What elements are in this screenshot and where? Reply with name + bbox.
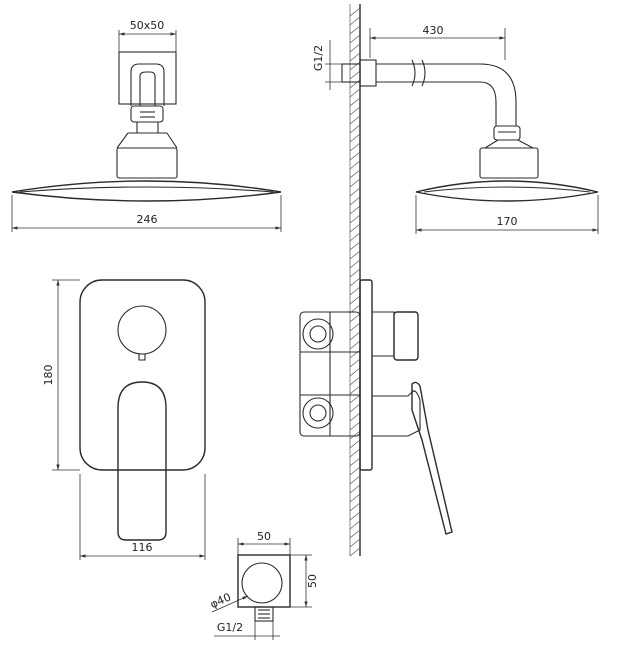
- wall-hatch-line: [349, 340, 361, 350]
- shower-head-front-view: 50x50 246: [11, 19, 282, 232]
- wall-hatch-line: [349, 205, 361, 215]
- wall-hatch-line: [349, 79, 361, 89]
- dim-outlet-50-width: 50: [257, 530, 271, 543]
- dim-outlet-50-height: 50: [306, 574, 319, 588]
- outlet-ring: [241, 562, 283, 604]
- mixer-lever: [117, 381, 167, 541]
- wall-hatch-line: [349, 160, 361, 170]
- wall-outlet-front-view: 50 50 φ40 G1/2: [208, 530, 319, 640]
- wall-hatch-line: [349, 385, 361, 395]
- diverter-knob: [117, 305, 167, 355]
- dim-thread-g12-top: G1/2: [312, 45, 325, 71]
- cover-plate-side: [359, 279, 373, 471]
- wall-hatch-line: [349, 439, 361, 449]
- dim-170: 170: [497, 215, 518, 228]
- wall-hatch-line: [349, 133, 361, 143]
- wall-hatch-line: [349, 124, 361, 134]
- wall-hatch-line: [349, 421, 361, 431]
- wall-hatch-line: [349, 529, 361, 539]
- wall-hatch-line: [349, 358, 361, 368]
- wall-hatch-line: [349, 43, 361, 53]
- dim-246: 246: [137, 213, 158, 226]
- dim-116: 116: [132, 541, 153, 554]
- wall-hatch-line: [349, 475, 361, 485]
- rain-head-disc-side: [415, 180, 599, 202]
- valve-plate-front-view: 180 116: [42, 279, 206, 560]
- wall-hatch-line: [349, 52, 361, 62]
- wall-hatch-line: [349, 115, 361, 125]
- wall-hatch-line: [349, 25, 361, 35]
- wall-hatch-line: [349, 196, 361, 206]
- wall-hatch-line: [349, 286, 361, 296]
- wall-hatch-line: [349, 142, 361, 152]
- cover-plate: [79, 279, 206, 471]
- wall-hatch-line: [349, 232, 361, 242]
- wall-hatch-line: [349, 214, 361, 224]
- wall-hatch-line: [349, 403, 361, 413]
- wall-hatch-line: [349, 187, 361, 197]
- wall-hatch-line: [349, 538, 361, 548]
- arm-elbow: [130, 63, 165, 106]
- wall-hatch-line: [349, 277, 361, 287]
- wall-hatch-line: [349, 151, 361, 161]
- wall-hatch-line: [349, 16, 361, 26]
- wall-hatch-line: [349, 106, 361, 116]
- wall-hatch-line: [349, 268, 361, 278]
- shower-arm-side-view: 430 G1/2 170: [312, 24, 599, 234]
- valve-side-view: [299, 279, 453, 535]
- dim-430: 430: [423, 24, 444, 37]
- wall-hatch-line: [349, 484, 361, 494]
- mixer-lever-side: [411, 381, 453, 535]
- wall-hatch-line: [349, 97, 361, 107]
- diverter-knob-side: [393, 311, 419, 361]
- wall-hatch-line: [349, 250, 361, 260]
- wall-hatch-line: [349, 169, 361, 179]
- wall-hatch-line: [349, 367, 361, 377]
- wall-hatch-line: [349, 34, 361, 44]
- wall-hatch-line: [349, 295, 361, 305]
- wall-hatch-line: [349, 493, 361, 503]
- wall-hatch-line: [349, 241, 361, 251]
- wall-hatch-line: [349, 376, 361, 386]
- dim-thread-g12-outlet: G1/2: [217, 621, 243, 634]
- wall-hatch-line: [349, 520, 361, 530]
- wall-hatch-line: [349, 394, 361, 404]
- wall-hatch-line: [349, 412, 361, 422]
- wall-hatch-line: [349, 457, 361, 467]
- wall-hatch-line: [349, 313, 361, 323]
- wall-hatch-line: [349, 322, 361, 332]
- wall-hatch-line: [349, 511, 361, 521]
- wall-hatch-line: [349, 430, 361, 440]
- wall-hatch-line: [349, 88, 361, 98]
- dim-180: 180: [42, 365, 55, 386]
- wall-hatch-line: [349, 178, 361, 188]
- dim-50x50: 50x50: [130, 19, 165, 32]
- wall-hatch-line: [349, 7, 361, 17]
- wall-hatch-line: [349, 331, 361, 341]
- wall-hatch-line: [349, 349, 361, 359]
- wall-hatch-line: [349, 223, 361, 233]
- wall-hatch-line: [349, 448, 361, 458]
- wall-hatch-line: [349, 502, 361, 512]
- wall-section: [349, 4, 361, 557]
- rain-head-disc: [11, 180, 282, 202]
- wall-hatch-line: [349, 547, 361, 557]
- wall-hatch-line: [349, 70, 361, 80]
- wall-hatch-line: [349, 466, 361, 476]
- shower-arm: [376, 63, 517, 126]
- arm-square-bracket: [118, 51, 177, 105]
- wall-hatch-line: [349, 259, 361, 269]
- wall-hatch-line: [349, 61, 361, 71]
